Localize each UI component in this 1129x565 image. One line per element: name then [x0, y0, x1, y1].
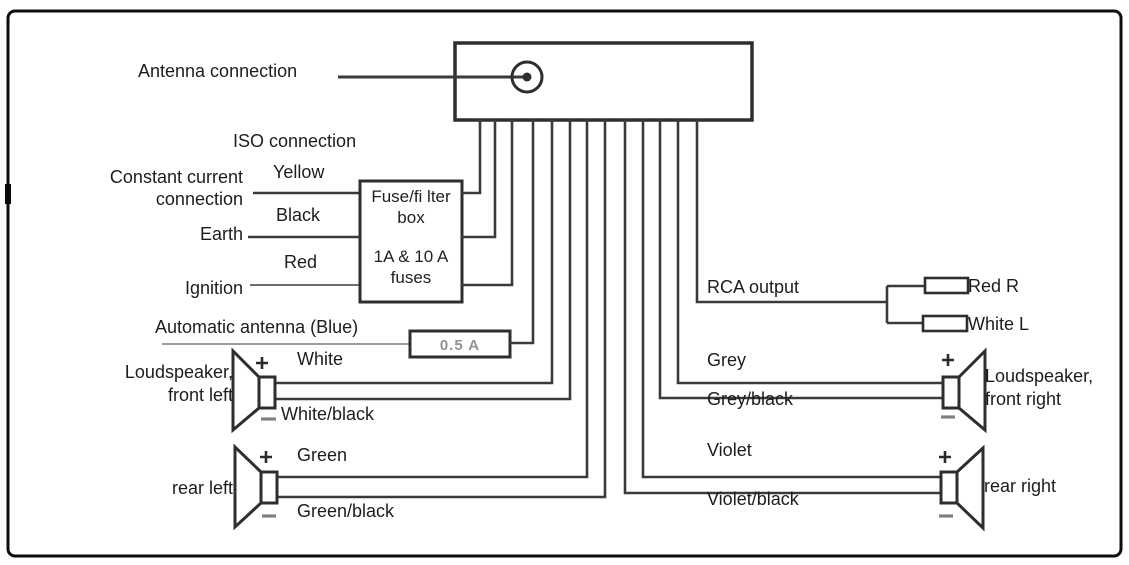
wire-grey-black	[658, 119, 943, 400]
violet-black-wire-label: Violet/black	[707, 489, 799, 509]
speaker-rear-left-icon	[233, 443, 279, 531]
rear-left-label: rear left	[171, 478, 233, 498]
wire-green-black	[277, 119, 607, 499]
plus-terminal-icon	[942, 354, 954, 366]
wire-blue	[510, 119, 535, 345]
fuse-05a-label: 0.5 A	[439, 337, 481, 354]
yellow-wire-label: Yellow	[273, 162, 325, 182]
grey-black-wire-label: Grey/black	[707, 389, 794, 409]
speaker-front-left-icon	[231, 347, 277, 434]
loudspeaker-front-left-label-line2: front left	[167, 385, 233, 405]
wire-violet	[641, 119, 941, 479]
green-black-wire-label: Green/black	[297, 501, 395, 521]
rca-plug-white-icon	[921, 314, 969, 333]
loudspeaker-front-right-label-line1: Loudspeaker,	[985, 366, 1094, 386]
wire-rca	[695, 119, 887, 304]
earth-label: Earth	[199, 224, 243, 244]
fuse-box-line2: box	[397, 208, 425, 227]
iso-connection-label: ISO connection	[233, 131, 357, 151]
speaker-front-right-icon	[941, 347, 987, 434]
green-wire-label: Green	[297, 445, 348, 465]
plus-terminal-icon	[939, 451, 951, 463]
white-black-wire-label: White/black	[281, 404, 375, 424]
violet-wire-label: Violet	[707, 440, 752, 460]
loudspeaker-front-left-label-line1: Loudspeaker,	[124, 362, 233, 382]
grey-wire-label: Grey	[707, 350, 747, 370]
rca-output-label: RCA output	[707, 277, 800, 297]
red-wire-label: Red	[284, 252, 318, 272]
antenna-connection-label: Antenna connection	[138, 61, 298, 81]
ignition-label: Ignition	[184, 278, 243, 298]
fuse-box-line3: 1A & 10 A	[373, 247, 449, 266]
wire-black	[462, 119, 497, 239]
wire-yellow	[462, 119, 482, 195]
automatic-antenna-label: Automatic antenna (Blue)	[155, 317, 359, 337]
wire-green	[277, 119, 589, 479]
rca-red-r-label: Red R	[968, 276, 1020, 296]
wire-violet-black	[623, 119, 941, 495]
wire-white	[275, 119, 554, 385]
loudspeaker-front-right-label-line2: front right	[985, 389, 1062, 409]
speaker-rear-right-icon	[939, 444, 985, 532]
plus-terminal-icon	[256, 357, 268, 369]
outer-frame	[6, 9, 1123, 558]
fuse-filter-box	[358, 179, 464, 304]
plus-terminal-icon	[260, 451, 272, 463]
fuse-box-text: Fuse/fi lter box 1A & 10 A fuses	[362, 186, 460, 288]
rca-white-l-label: White L	[968, 314, 1030, 334]
fuse-box-line4: fuses	[390, 268, 432, 287]
rca-plug-red-icon	[923, 276, 970, 295]
black-wire-label: Black	[276, 205, 321, 225]
constant-current-label-line2: connection	[155, 189, 243, 209]
constant-current-label-line1: Constant current	[109, 167, 243, 187]
wire-white-black	[275, 119, 572, 401]
head-unit-box	[453, 41, 754, 122]
wire-grey	[676, 119, 943, 385]
frame-artifact-mark	[5, 184, 11, 204]
antenna-connector-icon	[510, 60, 544, 94]
fuse-box-line1: Fuse/fi lter	[371, 187, 451, 206]
rear-right-label: rear right	[984, 476, 1057, 496]
white-wire-label: White	[297, 349, 344, 369]
wire-red	[462, 119, 514, 287]
rca-split-lines	[885, 284, 925, 325]
